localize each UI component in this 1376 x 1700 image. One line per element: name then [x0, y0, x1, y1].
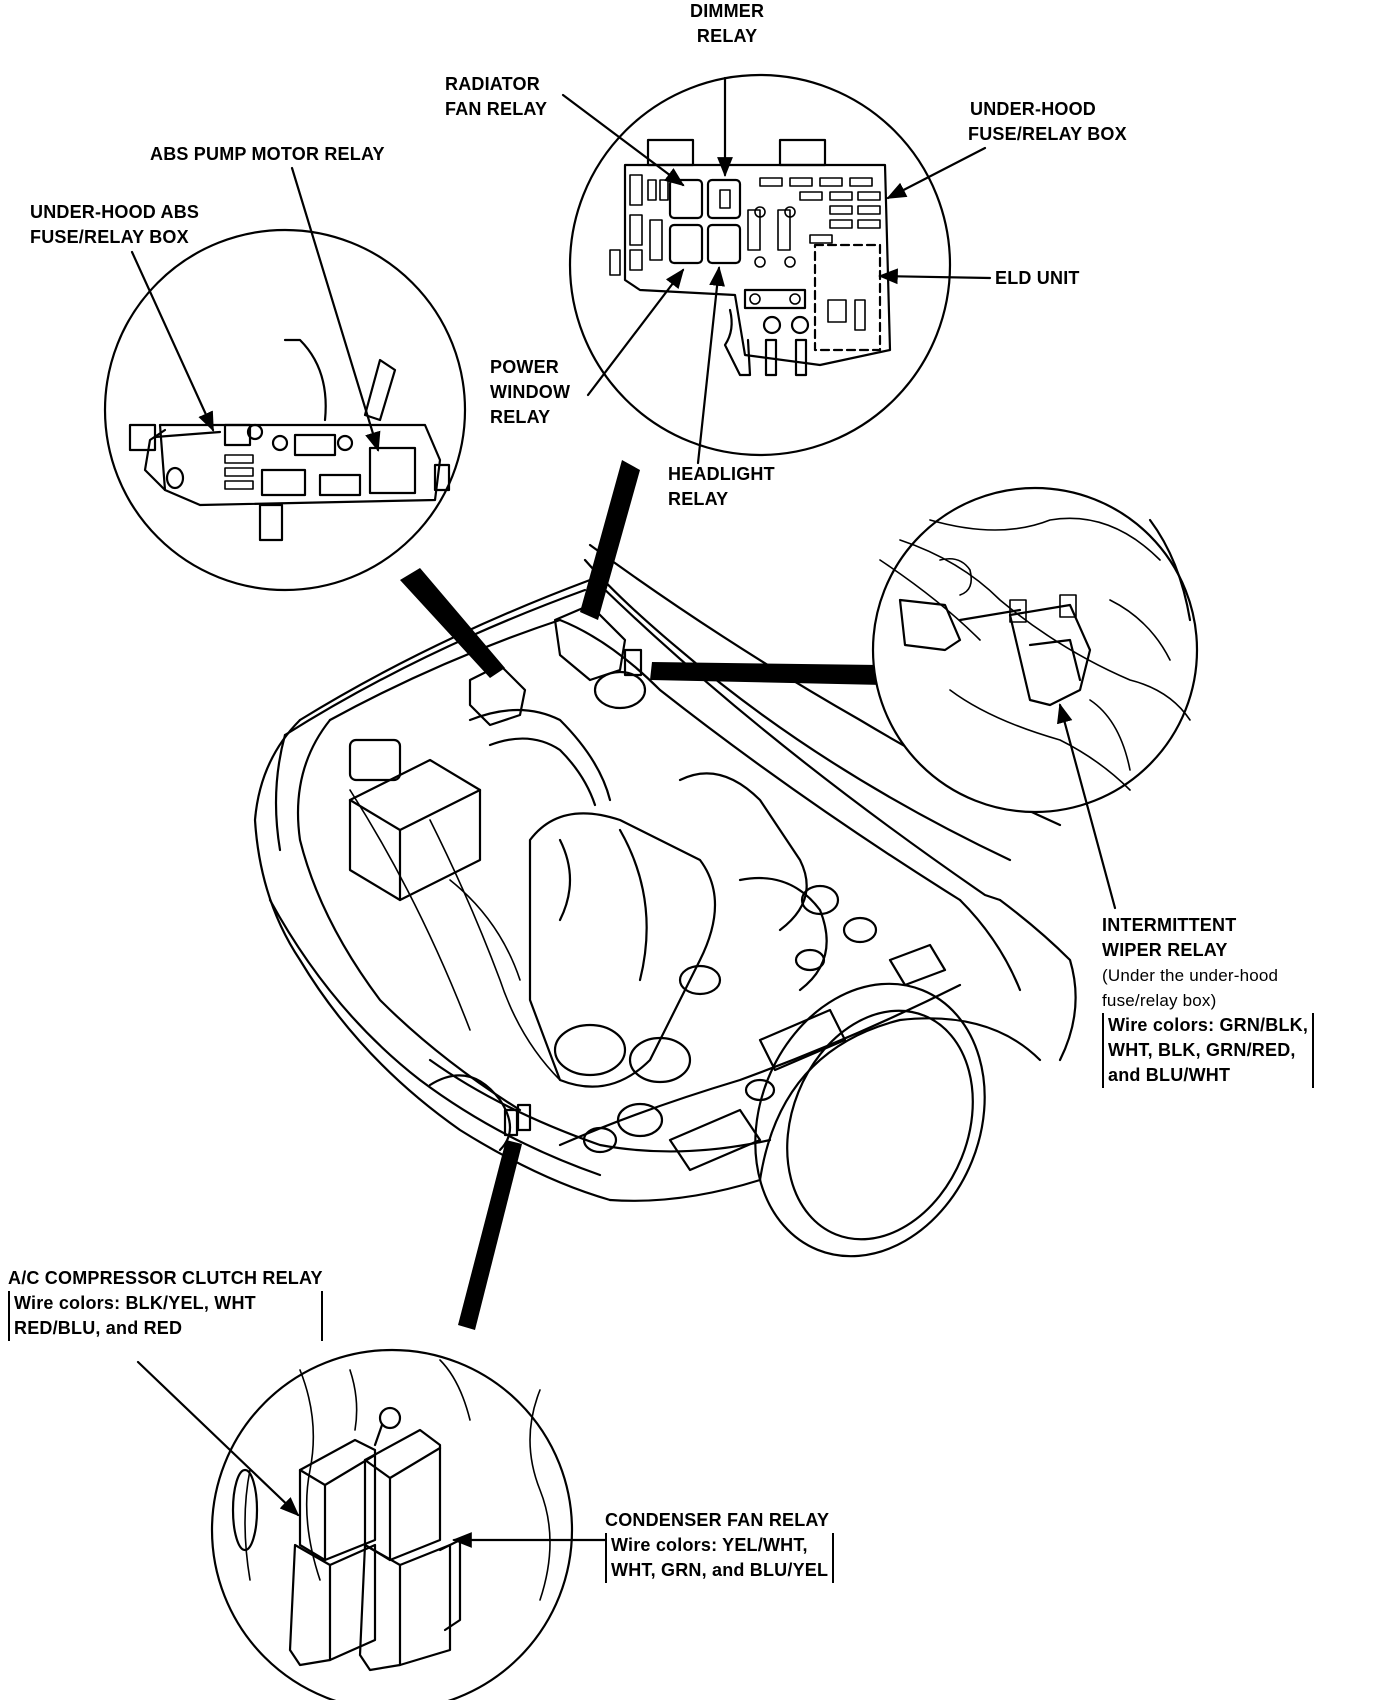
dimmer-relay-line-1: DIMMER [690, 1, 765, 21]
ac-wires-line-1: Wire colors: BLK/YEL, WHT [14, 1293, 256, 1313]
radiator-fan-relay-line-2: FAN RELAY [445, 99, 548, 119]
power-window-relay-label: POWER WINDOW RELAY [490, 355, 570, 430]
power-window-relay-line-2: WINDOW [490, 382, 571, 402]
eld-unit-text: ELD UNIT [995, 268, 1080, 288]
fuse-box-callout [568, 73, 952, 457]
dimmer-relay-line-2: RELAY [696, 26, 758, 46]
power-window-relay-line-3: RELAY [490, 407, 551, 427]
engine-components [348, 603, 947, 1172]
condenser-relay-wire-colors: Wire colors: YEL/WHT, WHT, GRN, and BLU/… [605, 1533, 835, 1583]
headlight-relay-line-2: RELAY [668, 489, 729, 509]
abs-pump-motor-relay-label: ABS PUMP MOTOR RELAY [150, 142, 385, 167]
under-hood-fuse-box-line-1: UNDER-HOOD [970, 99, 1096, 119]
abs-pump-motor-relay-text: ABS PUMP MOTOR RELAY [150, 144, 385, 164]
dimmer-relay-label: DIMMER RELAY [690, 0, 764, 49]
ac-relay-name: A/C COMPRESSOR CLUTCH RELAY [8, 1268, 323, 1288]
eld-unit-label: ELD UNIT [995, 266, 1080, 291]
ac-wires-line-2: RED/BLU, and RED [14, 1318, 183, 1338]
under-hood-fuse-box-label: UNDER-HOOD FUSE/RELAY BOX [968, 97, 1127, 147]
condenser-wires-line-1: Wire colors: YEL/WHT, [611, 1535, 808, 1555]
wiper-wires-line-1: Wire colors: GRN/BLK, [1108, 1015, 1309, 1035]
wiper-relay-note-2: fuse/relay box) [1102, 991, 1217, 1010]
label-arrows [130, 76, 1117, 1548]
headlight-relay-label: HEADLIGHT RELAY [668, 462, 775, 512]
under-hood-abs-box-label: UNDER-HOOD ABS FUSE/RELAY BOX [30, 200, 199, 250]
ac-relay-callout [210, 1348, 574, 1700]
wiper-relay-wire-colors: Wire colors: GRN/BLK, WHT, BLK, GRN/RED,… [1102, 1013, 1315, 1088]
power-window-relay-line-1: POWER [490, 357, 560, 377]
ac-relay-wire-colors: Wire colors: BLK/YEL, WHT RED/BLU, and R… [8, 1291, 323, 1341]
abs-box-callout [103, 228, 467, 592]
radiator-fan-relay-line-1: RADIATOR [445, 74, 540, 94]
condenser-wires-line-2: WHT, GRN, and BLU/YEL [611, 1560, 829, 1580]
under-hood-fuse-box-line-2: FUSE/RELAY BOX [968, 124, 1127, 144]
condenser-fan-relay-label: CONDENSER FAN RELAY Wire colors: YEL/WHT… [605, 1508, 835, 1583]
wiper-relay-line-2: WIPER RELAY [1102, 940, 1228, 960]
radiator-fan-relay-label: RADIATOR FAN RELAY [445, 72, 547, 122]
wiper-relay-callout [871, 486, 1199, 814]
headlight-relay-line-1: HEADLIGHT [668, 464, 775, 484]
wiper-wires-line-2: WHT, BLK, GRN/RED, [1108, 1040, 1296, 1060]
ac-compressor-clutch-relay-label: A/C COMPRESSOR CLUTCH RELAY Wire colors:… [8, 1266, 323, 1341]
wiper-relay-line-1: INTERMITTENT [1102, 915, 1237, 935]
intermittent-wiper-relay-label: INTERMITTENT WIPER RELAY (Under the unde… [1102, 913, 1315, 1088]
wiper-wires-line-3: and BLU/WHT [1108, 1065, 1231, 1085]
car-body [253, 543, 1077, 1258]
callout-leaders [400, 460, 884, 1330]
under-hood-abs-box-line-2: FUSE/RELAY BOX [30, 227, 189, 247]
wiper-relay-note-1: (Under the under-hood [1102, 966, 1279, 985]
under-hood-abs-box-line-1: UNDER-HOOD ABS [30, 202, 200, 222]
condenser-relay-name: CONDENSER FAN RELAY [605, 1510, 830, 1530]
